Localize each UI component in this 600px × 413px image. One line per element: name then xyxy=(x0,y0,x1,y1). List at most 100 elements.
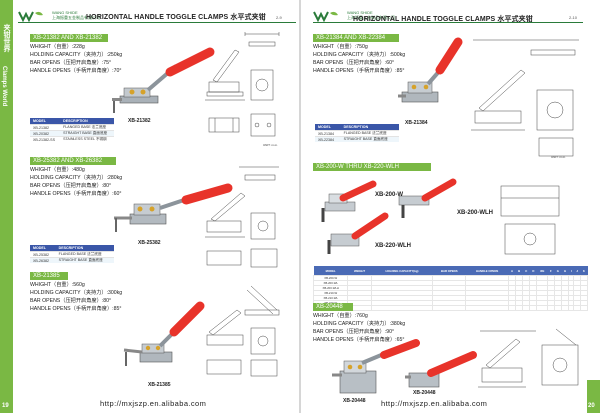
col-weight: WEIGHT xyxy=(347,266,372,276)
cell: STRAIGHT BASE 直面底座 xyxy=(340,136,399,142)
col-bar-opens: BAR OPENS xyxy=(432,266,466,276)
left-page: 夹钳世界 Clamps World 19 WANG SHIDE 上海振重五金制品… xyxy=(0,0,299,413)
side-tab-en: Clamps World xyxy=(1,66,7,107)
col-description: DESCRIPTION xyxy=(60,118,114,125)
spec-list: WHIGHT（自重）:480g HOLDING CAPACITY（夹持力）:28… xyxy=(30,166,122,198)
spec-weight: WHIGHT（自重）:480g xyxy=(30,167,85,173)
side-tab-cn: 夹钳世界 xyxy=(3,24,10,52)
left-side-tab: 夹钳世界 Clamps World 19 xyxy=(0,0,13,413)
page-code: 2-9 xyxy=(276,15,282,20)
toggle-clamp-photo xyxy=(123,301,205,366)
page-header-left: WANG SHIDE 上海振重五金制品有限公司 HORIZONTAL HANDL… xyxy=(18,10,298,24)
cell: FLANGED BASE 法兰底座 xyxy=(60,124,114,131)
col-b: B xyxy=(515,266,523,276)
spec-handle-opens: HANDLE OPENS（手柄开启角度）:85° xyxy=(30,306,122,312)
brand-name-text: WANG SHIDE xyxy=(347,10,373,15)
product-label: XB-21384 xyxy=(405,120,428,126)
dimension-drawing: UNIT: m.m. xyxy=(471,39,579,159)
spec-bar-opens: BAR OPENS（压把开启角度）:80° xyxy=(30,183,112,189)
spec-handle-opens: HANDLE OPENS（手柄开启角度）:70° xyxy=(30,68,122,74)
spec-holding: HOLDING CAPACITY（夹持力）:300kg xyxy=(30,290,123,296)
brand-name: WANG SHIDE 上海振重五金制品有限公司 xyxy=(52,10,100,20)
section-title-band: XB-21382 AND XB-21382 xyxy=(30,34,108,42)
col-model: MODEL xyxy=(30,245,56,252)
section-title-band: XB-21385 xyxy=(30,272,68,280)
spec-list: WHIGHT（自重）:228g HOLDING CAPACITY（夹持力）:25… xyxy=(30,43,122,75)
header-rule xyxy=(18,22,296,23)
col-description: DESCRIPTION xyxy=(340,124,399,131)
page-title: HORIZONTAL HANDLE TOGGLE CLAMPS 水平式夹钳 xyxy=(86,14,266,21)
section-title-band: XB-21384 AND XB-22384 xyxy=(313,34,399,42)
product-label: XB-21382 xyxy=(128,118,151,124)
product-label: XB-200-WLH xyxy=(457,210,494,216)
cell: FLANGED BASE 法兰底座 xyxy=(55,251,114,258)
spec-weight: WHIGHT（自重）:760g xyxy=(313,313,368,319)
dimension-drawing xyxy=(205,166,279,268)
product-label: XB-200-W xyxy=(375,192,404,198)
page-number-right: 20 xyxy=(588,403,595,409)
table-row: XB-220-WLH xyxy=(312,305,589,311)
section-title-band: XB-20448 xyxy=(313,303,353,311)
spec-table: MODEL WEIGHT HOLDING CAPACITY(kg) BAR OP… xyxy=(312,266,589,311)
col-handle-opens: HANDLE OPENS xyxy=(465,266,509,276)
col-i: I xyxy=(568,266,574,276)
cell: XB-21384 xyxy=(315,130,341,137)
col-f: F xyxy=(547,266,555,276)
product-photos xyxy=(321,178,560,255)
spec-weight: WHIGHT（自重）:560g xyxy=(30,282,85,288)
col-model: MODEL xyxy=(315,124,341,131)
cell: FLANGED BASE 法兰底座 xyxy=(340,130,399,137)
unit-note: UNIT: m.m. xyxy=(263,143,278,147)
brand-name-text: WANG SHIDE xyxy=(52,10,78,15)
spec-weight: WHIGHT（自重）:228g xyxy=(30,44,85,50)
cell: STAINLESS STEEL 不锈钢 xyxy=(60,136,114,142)
page-number-left: 19 xyxy=(2,403,9,409)
spec-holding: HOLDING CAPACITY（夹持力）:500kg xyxy=(313,52,406,58)
brand-subtitle: 上海振重五金制品有限公司 xyxy=(52,15,100,20)
brand-name: WANG SHIDE 上海振重五金制品有限公司 xyxy=(347,10,395,20)
spec-bar-opens: BAR OPENS（压把开启角度）:60° xyxy=(313,60,395,66)
unit-note: UNIT: m.m. xyxy=(551,155,566,159)
right-side-tab: 20 xyxy=(587,380,600,413)
col-description: DESCRIPTION xyxy=(55,245,114,252)
col-d: D xyxy=(529,266,537,276)
product-label: XB-220-WLH xyxy=(375,243,412,249)
spec-bar-opens: BAR OPENS（压把开启角度）:90° xyxy=(313,329,395,335)
product-label: XB-20448 xyxy=(413,390,436,396)
dimension-drawing: UNIT: m.m. xyxy=(205,32,280,147)
spec-bar-opens: BAR OPENS（压把开启角度）:75° xyxy=(30,60,112,66)
col-g: G xyxy=(554,266,562,276)
product-label: XB-20448 xyxy=(343,398,366,404)
col-h: H xyxy=(561,266,569,276)
section-title-band: XB-25382 AND XB-26382 xyxy=(30,157,116,165)
brand-subtitle: 上海振重五金制品有限公司 xyxy=(347,15,395,20)
spec-weight: WHIGHT（自重）:750g xyxy=(313,44,368,50)
dimension-drawing xyxy=(478,328,579,388)
col-k: K xyxy=(580,266,588,276)
page-header-right: WANG SHIDE 上海振重五金制品有限公司 HORIZONTAL HANDL… xyxy=(313,10,593,24)
cell: STRAIGHT BASE 直面底座 xyxy=(55,257,114,263)
toggle-clamp-photo xyxy=(114,183,233,232)
col-j: J xyxy=(573,266,581,276)
spec-list: WHIGHT（自重）:560g HOLDING CAPACITY（夹持力）:30… xyxy=(30,281,122,313)
footer-url[interactable]: http://mxjszp.en.alibaba.com xyxy=(381,399,488,408)
spec-holding: HOLDING CAPACITY（夹持力）:250kg xyxy=(30,52,123,58)
page-fold xyxy=(299,0,301,413)
dimension-drawing xyxy=(206,285,280,377)
spec-handle-opens: HANDLE OPENS（手柄开启角度）:60° xyxy=(30,191,122,197)
col-c: C xyxy=(522,266,530,276)
header-rule xyxy=(313,22,583,23)
product-label: XB-21385 xyxy=(148,382,171,388)
spec-bar-opens: BAR OPENS（压把开启角度）:80° xyxy=(30,298,112,304)
footer-url[interactable]: http://mxjszp.en.alibaba.com xyxy=(100,399,207,408)
toggle-clamp-photo xyxy=(398,37,463,103)
section-title-band: XB-200-W THRU XB-220-WLH xyxy=(313,163,431,171)
cell: XB-21382 xyxy=(30,124,61,131)
cell: XB-20382 xyxy=(30,130,61,137)
col-e: ØE xyxy=(536,266,548,276)
cell: XB-22384 xyxy=(315,136,341,142)
